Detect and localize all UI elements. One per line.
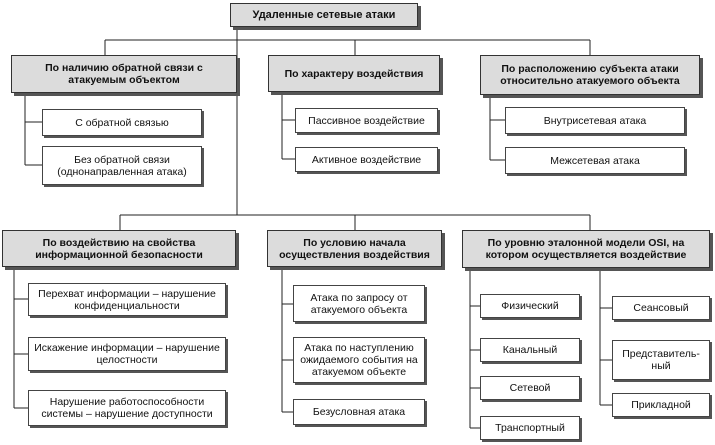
node-osi-presentation: Представитель-ный [612,340,710,380]
node-osi-application: Прикладной [612,393,710,417]
node-without-feedback: Без обратной связи (однонаправленная ата… [42,146,202,185]
node-active-impact: Активное воздействие [295,147,438,172]
node-osi-session: Сеансовый [612,296,710,320]
group-location-header: По расположению субъекта атаки относител… [480,55,700,95]
node-intranet-attack: Внутрисетевая атака [505,107,685,134]
node-internet-attack: Межсетевая атака [505,147,685,174]
node-osi-transport: Транспортный [480,416,580,440]
group-osi-level-header: По уровню эталонной модели OSI, на котор… [462,230,710,268]
node-attack-on-request: Атака по запросу от атакуемого объекта [293,285,425,322]
node-interception: Перехват информации – нарушение конфиден… [28,283,226,316]
node-disruption: Нарушение работоспособности системы – на… [28,390,226,426]
group-impact-nature-header: По характеру воздействия [268,55,440,92]
group-security-props-header: По воздействию на свойства информационно… [2,230,236,267]
node-osi-datalink: Канальный [480,338,580,362]
node-passive-impact: Пассивное воздействие [295,108,438,133]
group-start-condition-header: По условию начала осуществления воздейст… [267,230,442,267]
node-osi-physical: Физический [480,294,580,318]
node-unconditional-attack: Безусловная атака [293,399,425,425]
node-attack-on-event: Атака по наступлению ожидаемого события … [293,337,425,383]
node-with-feedback: С обратной связью [42,109,202,136]
node-distortion: Искажение информации – нарушение целостн… [28,337,226,371]
node-osi-network: Сетевой [480,376,580,400]
root-node: Удаленные сетевые атаки [230,3,418,27]
group-feedback-header: По наличию обратной связи с атакуемым об… [11,55,237,93]
